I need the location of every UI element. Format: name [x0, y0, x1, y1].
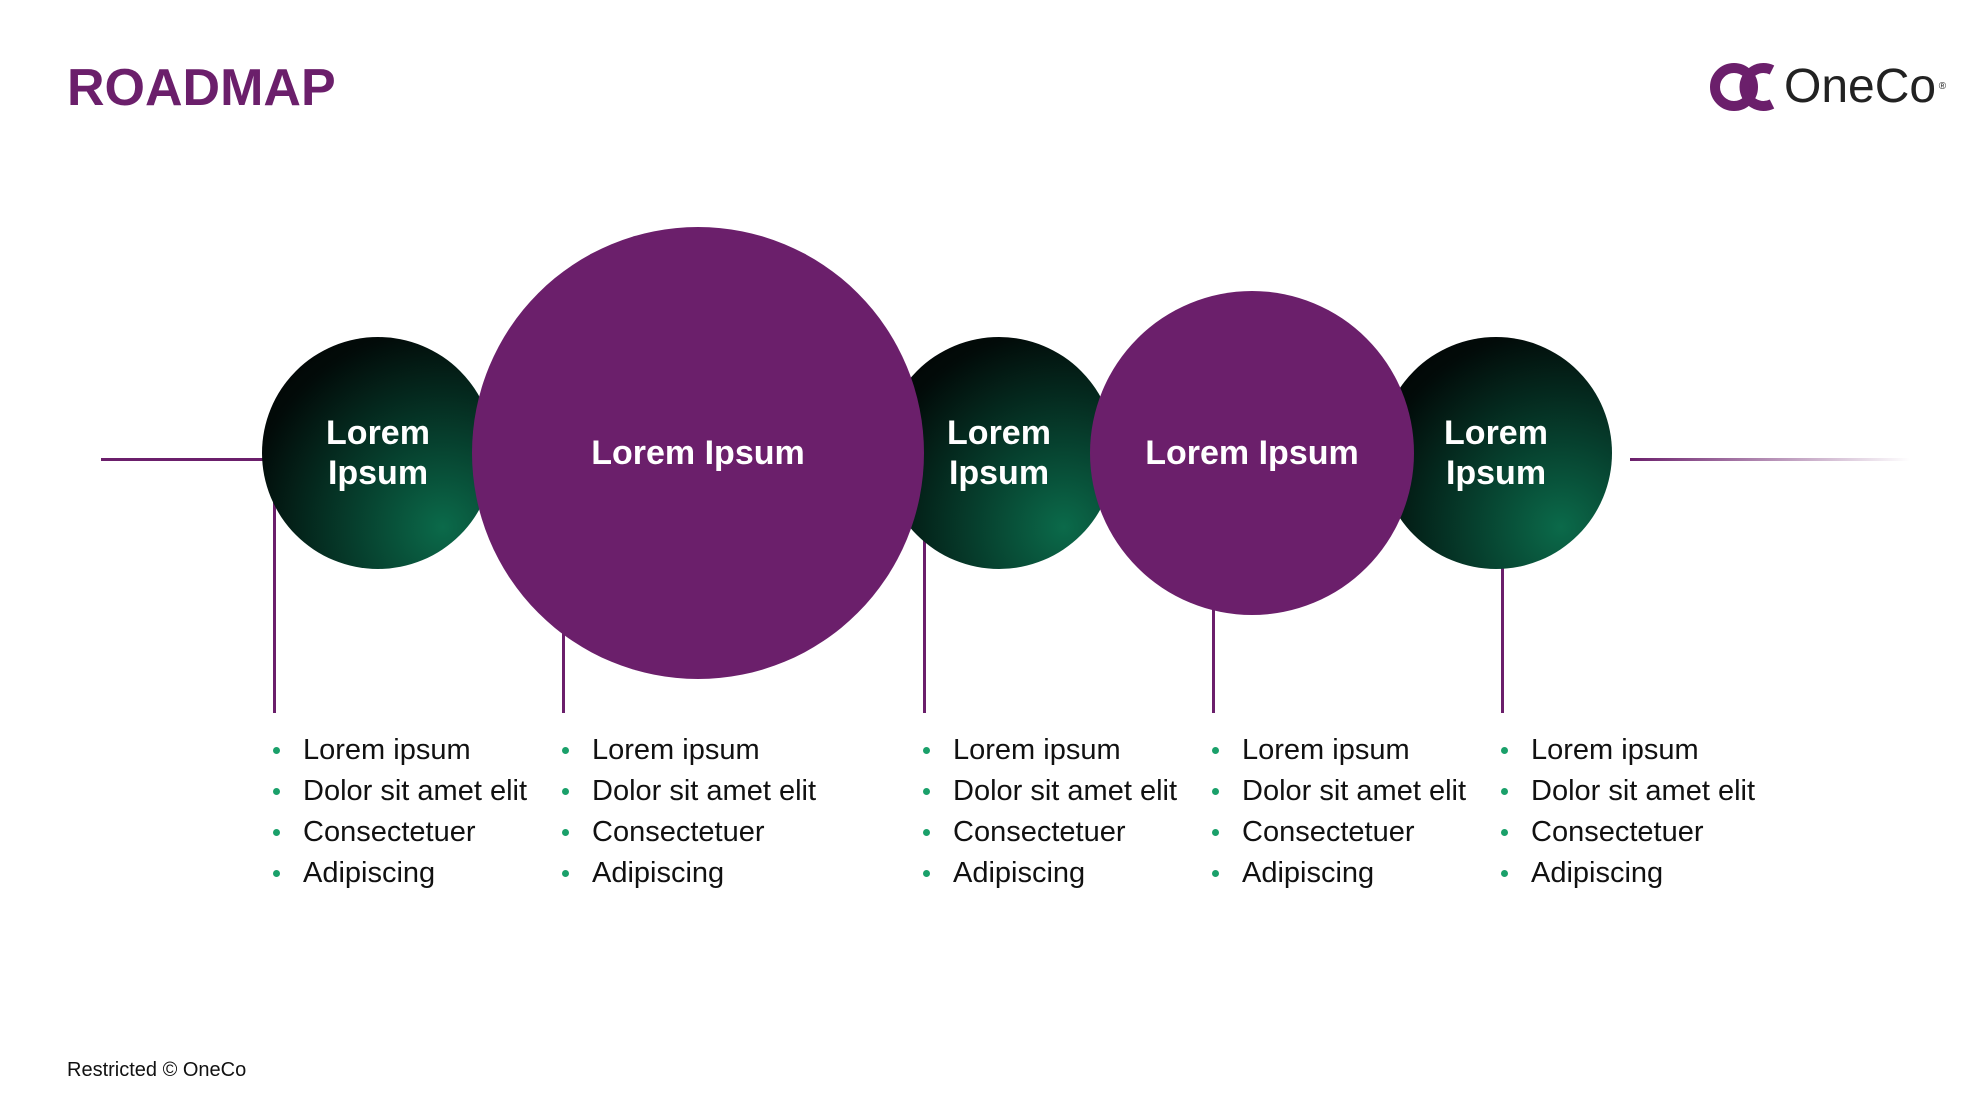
milestone-2-bullets: Lorem ipsum Dolor sit amet elit Consecte…: [562, 730, 816, 894]
bullet-item: Adipiscing: [923, 853, 1177, 894]
milestone-4-circle: Lorem Ipsum: [1090, 291, 1414, 615]
bullet-item: Adipiscing: [1212, 853, 1466, 894]
bullet-item: Lorem ipsum: [562, 730, 816, 771]
bullet-item: Consectetuer: [273, 812, 527, 853]
registered-mark: ®: [1938, 81, 1947, 92]
milestone-1-bullets: Lorem ipsum Dolor sit amet elit Consecte…: [273, 730, 527, 894]
milestone-1-circle: Lorem Ipsum: [262, 337, 494, 569]
bullet-item: Consectetuer: [562, 812, 816, 853]
bullet-item: Dolor sit amet elit: [562, 771, 816, 812]
bullet-item: Adipiscing: [273, 853, 527, 894]
bullet-item: Consectetuer: [1501, 812, 1755, 853]
company-logo: OneCo ®: [1710, 60, 1946, 114]
milestone-2-label: Lorem Ipsum: [591, 433, 805, 472]
bullet-item: Lorem ipsum: [1501, 730, 1755, 771]
bullet-item: Lorem ipsum: [273, 730, 527, 771]
milestone-4-label: Lorem Ipsum: [1145, 433, 1359, 472]
logo-wordmark: OneCo ®: [1784, 60, 1946, 113]
bullet-item: Consectetuer: [923, 812, 1177, 853]
bullet-item: Consectetuer: [1212, 812, 1466, 853]
milestone-2-drop-line: [562, 632, 565, 713]
bullet-item: Adipiscing: [562, 853, 816, 894]
footer-copyright: Restricted © OneCo: [67, 1059, 247, 1081]
milestone-3-drop-line: [923, 540, 926, 713]
milestone-2-circle: Lorem Ipsum: [472, 227, 924, 679]
milestone-5-label: Lorem Ipsum: [1444, 414, 1548, 492]
bullet-item: Dolor sit amet elit: [1212, 771, 1466, 812]
milestone-4-bullets: Lorem ipsum Dolor sit amet elit Consecte…: [1212, 730, 1466, 894]
slide-title: ROADMAP: [67, 59, 336, 117]
milestone-1-drop-line: [273, 500, 276, 713]
milestone-5-bullets: Lorem ipsum Dolor sit amet elit Consecte…: [1501, 730, 1755, 894]
bullet-item: Dolor sit amet elit: [1501, 771, 1755, 812]
bullet-item: Lorem ipsum: [1212, 730, 1466, 771]
timeline-line-left: [101, 458, 271, 461]
bullet-item: Lorem ipsum: [923, 730, 1177, 771]
milestone-3-label: Lorem Ipsum: [947, 414, 1051, 492]
milestone-1-label: Lorem Ipsum: [326, 414, 430, 492]
bullet-item: Adipiscing: [1501, 853, 1755, 894]
bullet-item: Dolor sit amet elit: [273, 771, 527, 812]
milestone-5-circle: Lorem Ipsum: [1380, 337, 1612, 569]
oneco-logo-icon: [1710, 63, 1775, 111]
milestone-4-drop-line: [1212, 605, 1215, 713]
bullet-item: Dolor sit amet elit: [923, 771, 1177, 812]
milestone-3-bullets: Lorem ipsum Dolor sit amet elit Consecte…: [923, 730, 1177, 894]
timeline-line-right: [1630, 458, 1910, 461]
logo-text: OneCo: [1784, 60, 1937, 113]
milestone-5-drop-line: [1501, 560, 1504, 713]
